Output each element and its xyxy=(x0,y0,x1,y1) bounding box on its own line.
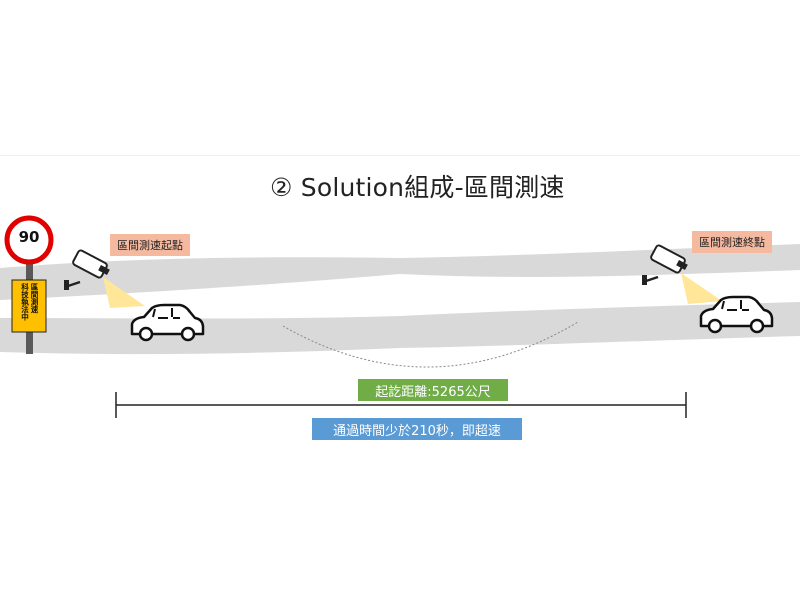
end-point-label: 區間測速終點 xyxy=(692,231,772,253)
distance-label: 起訖距離:5265公尺 xyxy=(358,379,508,401)
sign-panel-bg xyxy=(11,279,47,333)
speed-limit-sign-icon xyxy=(4,215,54,354)
car-icon xyxy=(130,303,205,342)
start-camera-beam xyxy=(103,277,145,308)
sign-panel-line: 區間測速 xyxy=(30,283,39,313)
top-divider xyxy=(0,155,800,156)
time-threshold-label: 通過時間少於210秒，即超速 xyxy=(312,418,522,440)
end-camera-beam xyxy=(681,273,722,304)
start-point-label: 區間測速起點 xyxy=(110,234,190,256)
upper-road xyxy=(0,244,800,300)
page-title: ② Solution組成-區間測速 xyxy=(270,173,565,202)
sign-panel-line: 科技執法中 xyxy=(20,283,30,321)
distance-measure-line xyxy=(115,392,687,418)
car-icon xyxy=(699,295,774,334)
end-camera-icon xyxy=(642,244,722,304)
sign-panel-text: 區間測速 科技執法中 xyxy=(13,283,45,329)
start-camera-icon xyxy=(64,249,145,308)
sign-ring xyxy=(4,215,54,265)
speed-limit-value: 90 xyxy=(18,228,40,246)
lower-road xyxy=(0,302,800,355)
